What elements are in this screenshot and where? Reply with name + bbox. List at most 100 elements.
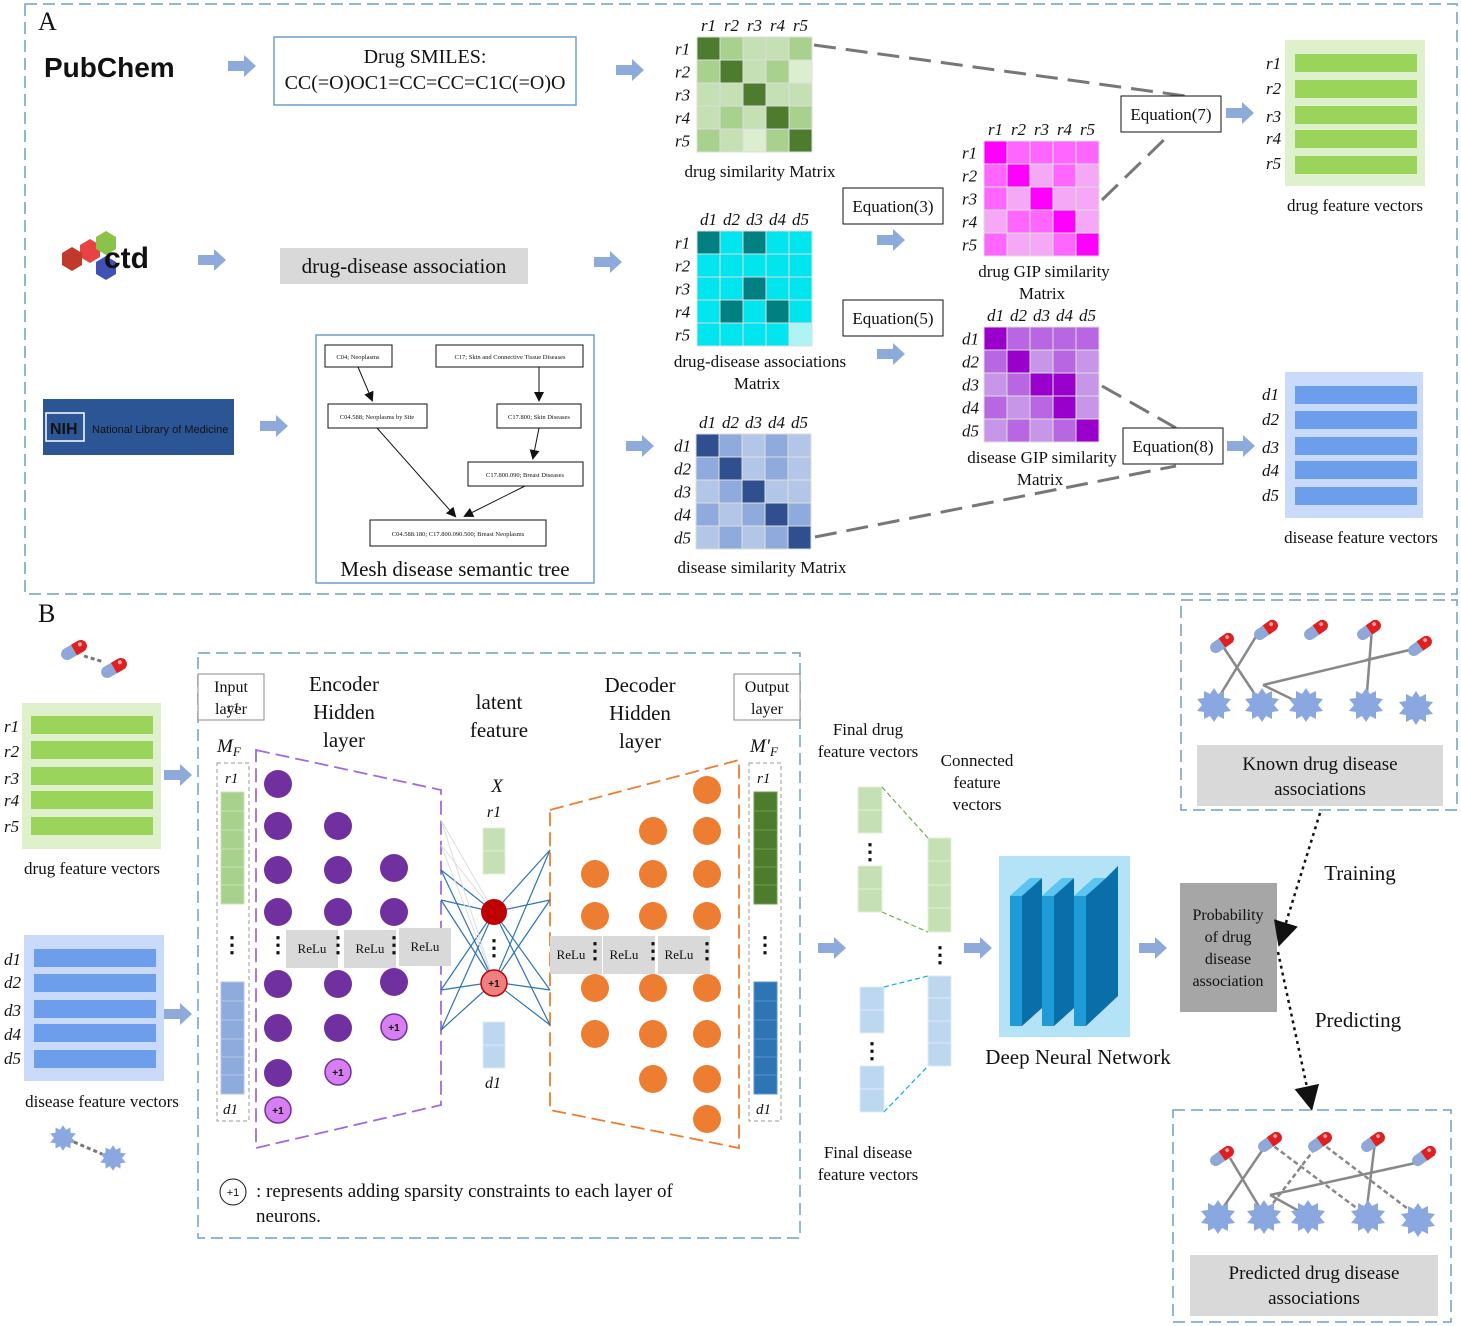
vertical-ellipsis: ⋮: [696, 938, 718, 963]
matrix-cell: [742, 59, 767, 84]
matrix-cell: [764, 502, 789, 527]
matrix-cell: [742, 322, 767, 347]
drug-feature-vectors-a: r1 r2 r3 r4 r5: [1266, 40, 1425, 186]
matrix-row-label: r4: [675, 109, 691, 128]
predicting-label: Predicting: [1315, 1008, 1402, 1032]
matrix-cell: [718, 456, 743, 481]
final-drug-vector: ⋮: [857, 786, 883, 913]
matrix-col-label: d2: [723, 210, 741, 229]
predicting-arrow: [1276, 951, 1320, 1111]
arrow-icon: [818, 937, 846, 959]
matrix-cell: [696, 105, 721, 130]
probability-label: of drug: [1205, 929, 1252, 946]
drug-gip-caption: Matrix: [1019, 284, 1066, 303]
matrix-col-label: d2: [1010, 306, 1028, 325]
matrix-cell: [1052, 140, 1077, 165]
svg-text:r1: r1: [225, 771, 238, 787]
matrix-cell: [983, 326, 1008, 351]
decoder-node: [693, 1105, 721, 1133]
matrix-row-label: r5: [675, 132, 690, 151]
svg-text:d3: d3: [4, 1001, 21, 1020]
svg-text:d5: d5: [1262, 486, 1279, 505]
vertical-ellipsis: ⋮: [221, 932, 243, 957]
connector-lines: [881, 786, 929, 1113]
matrix-col-label: r4: [770, 16, 786, 35]
encoder-title: Hidden: [313, 700, 375, 724]
matrix-cell: [787, 433, 812, 458]
matrix-row-label: r1: [675, 234, 690, 253]
predicted-label: Predicted drug disease: [1229, 1263, 1400, 1284]
matrix-col-label: d1: [987, 306, 1004, 325]
drug-feature-vectors-b: r1 r2 r3 r4 r5: [4, 703, 161, 849]
matrix-cell: [1006, 372, 1031, 397]
mesh-node: C17; Skin and Connective Tissue Diseases: [454, 354, 566, 361]
matrix-cell: [1075, 372, 1100, 397]
vertical-ellipsis: ⋮: [754, 932, 776, 957]
decoder-trapezoid: [549, 758, 740, 1150]
dnn-caption: Deep Neural Network: [985, 1045, 1171, 1069]
matrix-row-label: d3: [962, 376, 979, 395]
input-column: [216, 762, 250, 1122]
arrow-icon: [228, 55, 256, 77]
probability-box: [1180, 883, 1277, 1012]
probability-label: Probability: [1192, 907, 1263, 924]
association-box-label: drug-disease association: [302, 254, 507, 278]
predicted-box: [1190, 1255, 1438, 1316]
matrix-row-label: d1: [962, 330, 979, 349]
decoder-node: [581, 902, 609, 930]
final-drug-caption: Final drug: [833, 720, 904, 739]
arrow-icon: [626, 435, 654, 457]
matrix-cell: [788, 299, 813, 324]
matrix-cell: [741, 525, 766, 550]
svg-text:⋮: ⋮: [859, 839, 881, 864]
equation-5-box: [842, 299, 944, 337]
plus-one-label: +1: [488, 979, 500, 990]
disease-feature-vectors-a: d1 d2 d3 d4 d5: [1262, 372, 1423, 518]
svg-text:d2: d2: [4, 973, 22, 992]
assoc-caption: Matrix: [734, 374, 781, 393]
plus-one-label: +1: [332, 1068, 344, 1079]
svg-text:r3: r3: [1266, 107, 1281, 126]
final-disease-caption: feature vectors: [818, 1165, 919, 1184]
svg-text:r1: r1: [1266, 54, 1281, 73]
connected-caption: feature: [953, 773, 1000, 792]
matrix-cell: [695, 433, 720, 458]
matrix-cell: [764, 525, 789, 550]
mesh-node: C04; Neoplasms: [336, 354, 380, 361]
matrix-cell: [695, 479, 720, 504]
drug-feature-caption: drug feature vectors: [1287, 196, 1423, 215]
matrix-cell: [764, 433, 789, 458]
matrix-cell: [788, 253, 813, 278]
encoder-bias-node: [324, 1058, 352, 1086]
relu-label: ReLu: [610, 947, 639, 962]
encoder-title: layer: [323, 728, 365, 752]
matrix-col-label: d3: [745, 413, 762, 432]
matrix-row-label: d1: [674, 437, 691, 456]
matrix-row-label: r5: [675, 326, 690, 345]
encoder-node: [380, 898, 408, 926]
svg-text:⋮: ⋮: [929, 942, 951, 967]
matrix-cell: [765, 36, 790, 61]
matrix-col-label: r5: [1080, 120, 1095, 139]
panel-b: B r1 r2 r3 r4 r5 drug feature vectors: [4, 599, 1458, 1323]
decoder-title: Decoder: [604, 673, 675, 697]
vertical-ellipsis: ⋮: [327, 932, 349, 957]
decoder-title: Hidden: [609, 701, 671, 725]
matrix-col-label: d2: [722, 413, 740, 432]
mf-label: MF: [216, 736, 242, 759]
connected-caption: vectors: [952, 795, 1001, 814]
matrix-cell: [1075, 395, 1100, 420]
matrix-col-label: d1: [700, 210, 717, 229]
matrix-row-label: d5: [674, 529, 691, 548]
matrix-cell: [983, 232, 1008, 257]
decoder-node: [693, 902, 721, 930]
decoder-node: [639, 1065, 667, 1093]
matrix-cell: [1029, 186, 1054, 211]
matrix-cell: [719, 36, 744, 61]
matrix-col-label: d3: [746, 210, 763, 229]
mesh-node: C04.588.180; C17.800.090.500; Breast Neo…: [392, 531, 525, 538]
known-label: associations: [1274, 779, 1366, 800]
